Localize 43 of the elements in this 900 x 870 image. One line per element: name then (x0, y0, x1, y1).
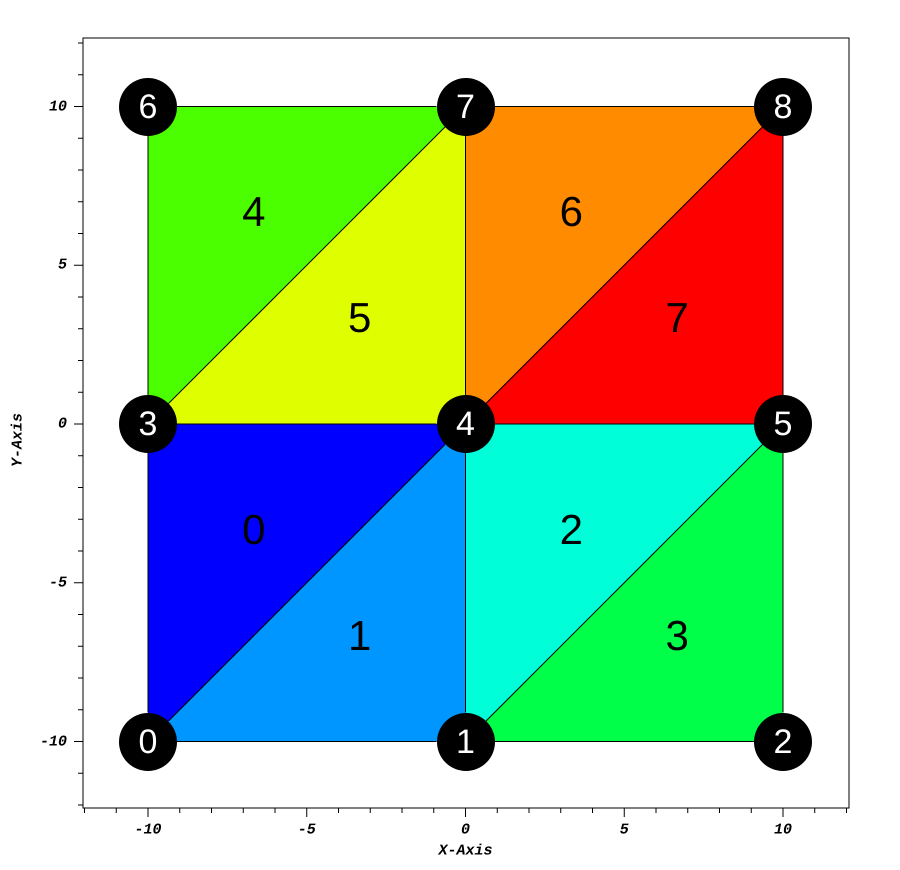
tick-label: 10 (774, 822, 792, 838)
tick-label: 10 (48, 99, 67, 114)
tick-label: 5 (58, 258, 67, 273)
tick-label: 0 (461, 822, 470, 838)
mesh-edge (486, 444, 763, 722)
triangle-number: 3 (665, 614, 689, 657)
vertex-marker (119, 712, 177, 770)
triangle-number: 0 (242, 508, 266, 551)
vertex-number: 0 (138, 724, 158, 758)
tick-label: 0 (58, 416, 67, 432)
tick-label: -5 (48, 575, 67, 590)
mesh-edge (168, 444, 446, 722)
triangle-number: 7 (665, 297, 689, 340)
tick-label: 5 (620, 822, 629, 838)
vertex-marker (436, 78, 494, 136)
mesh-edge (176, 106, 437, 107)
mesh-edge (782, 135, 784, 396)
vertex-number: 7 (456, 90, 475, 124)
mesh-edge (494, 741, 754, 742)
mesh-edge (494, 106, 754, 107)
tick-label: -5 (298, 822, 316, 838)
mesh-edge (486, 126, 763, 404)
axis-title: Y-Axis (10, 413, 26, 467)
mesh-edge (782, 452, 784, 713)
vertex-number: 4 (456, 407, 475, 441)
vertex-number: 2 (774, 724, 792, 758)
axis-title: X-Axis (438, 844, 492, 858)
triangle-number: 5 (348, 297, 372, 340)
mesh-edge (465, 135, 466, 396)
triangle-number: 2 (560, 508, 583, 551)
triangle-number: 4 (242, 191, 266, 234)
tick-label: -10 (134, 822, 162, 838)
vertex-number: 1 (456, 724, 475, 758)
vertex-number: 6 (138, 90, 158, 124)
triangle-number: 1 (348, 614, 372, 657)
vertex-number: 5 (774, 407, 792, 441)
mesh-edge (465, 452, 466, 713)
vertex-number: 3 (138, 407, 158, 441)
triangle-number: 6 (560, 191, 583, 234)
mesh-edge (176, 741, 437, 742)
vertex-number: 8 (774, 90, 792, 124)
tick-label: -10 (40, 734, 67, 749)
mesh-edge (168, 126, 446, 404)
